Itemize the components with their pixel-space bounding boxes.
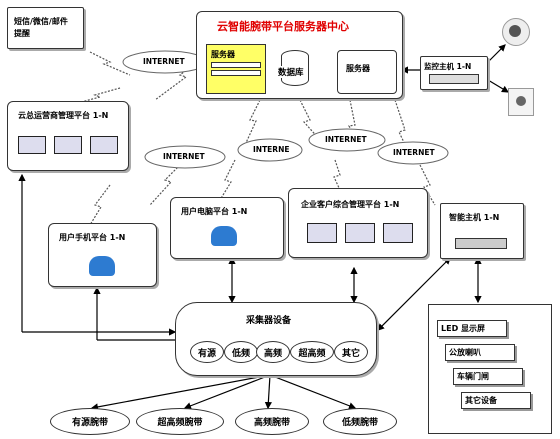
users-icon <box>89 256 115 276</box>
device-speaker[interactable]: 公放喇叭 <box>445 344 515 361</box>
user-pc-label: 用户电脑平台 1-N <box>181 207 248 216</box>
monitor-icon <box>383 223 413 243</box>
wristband-high[interactable]: 高频腕带 <box>235 408 309 435</box>
device-gate[interactable]: 车辆门闸 <box>453 368 523 385</box>
database-label: 数据库 <box>278 66 304 78</box>
server-right[interactable]: 服务器 <box>337 50 397 94</box>
wristband-links <box>90 374 357 411</box>
server-left-label: 服务器 <box>211 50 235 59</box>
device-led[interactable]: LED 显示屏 <box>437 320 507 337</box>
notify-box: 短信/微信/邮件提醒 <box>7 7 84 49</box>
internet-label: INTERNE <box>253 145 290 154</box>
monitor-icon <box>18 136 46 154</box>
internet-clouds <box>122 50 449 169</box>
wristband-uhf[interactable]: 超高频腕带 <box>136 408 224 435</box>
collector-title: 采集器设备 <box>246 316 292 326</box>
collector-device[interactable]: 采集器设备 有源 低频 高频 超高频 其它 <box>175 302 377 376</box>
enterprise-label: 企业客户综合管理平台 1-N <box>301 200 400 209</box>
collector-item-high: 高频 <box>256 341 290 363</box>
monitor-icon <box>54 136 82 154</box>
smart-host-device <box>455 238 507 249</box>
collector-item-other: 其它 <box>334 341 368 363</box>
wristband-active[interactable]: 有源腕带 <box>50 408 130 435</box>
monitor-icon <box>307 223 337 243</box>
monitor-host-device <box>429 74 479 84</box>
monitor-host[interactable]: 监控主机 1-N <box>420 56 488 90</box>
wristband-low[interactable]: 低频腕带 <box>323 408 397 435</box>
smart-host[interactable]: 智能主机 1-N <box>440 203 524 259</box>
notify-label: 短信/微信/邮件提醒 <box>14 17 68 38</box>
user-phone-platform[interactable]: 用户手机平台 1-N <box>48 223 157 287</box>
server-slot <box>211 62 261 68</box>
server-right-label: 服务器 <box>346 64 370 73</box>
smart-host-label: 智能主机 1-N <box>449 213 500 222</box>
server-center-title: 云智能腕带平台服务器中心 <box>217 20 349 33</box>
enterprise-platform[interactable]: 企业客户综合管理平台 1-N <box>288 188 428 258</box>
camera-icon <box>508 88 534 116</box>
collector-item-uhf: 超高频 <box>290 341 334 363</box>
server-left[interactable]: 服务器 <box>206 44 266 94</box>
collector-item-active: 有源 <box>190 341 224 363</box>
user-pc-platform[interactable]: 用户电脑平台 1-N <box>170 197 284 259</box>
monitor-host-label: 监控主机 1-N <box>424 62 472 71</box>
monitor-icon <box>90 136 118 154</box>
device-other[interactable]: 其它设备 <box>461 392 531 409</box>
monitor-icon <box>345 223 375 243</box>
server-slot <box>211 70 261 76</box>
users-icon <box>211 226 237 246</box>
collector-item-low: 低频 <box>224 341 258 363</box>
server-center: 云智能腕带平台服务器中心 服务器 数据库 服务器 <box>196 11 403 99</box>
internet-label: INTERNET <box>393 148 435 157</box>
internet-label: INTERNET <box>163 152 205 161</box>
internet-label: INTERNET <box>325 135 367 144</box>
internet-label: INTERNET <box>143 57 185 66</box>
user-phone-label: 用户手机平台 1-N <box>59 233 126 242</box>
cloud-ops-label: 云总运营商管理平台 1-N <box>18 111 109 120</box>
cloud-ops-platform[interactable]: 云总运营商管理平台 1-N <box>7 101 129 171</box>
camera-icon <box>502 18 530 46</box>
